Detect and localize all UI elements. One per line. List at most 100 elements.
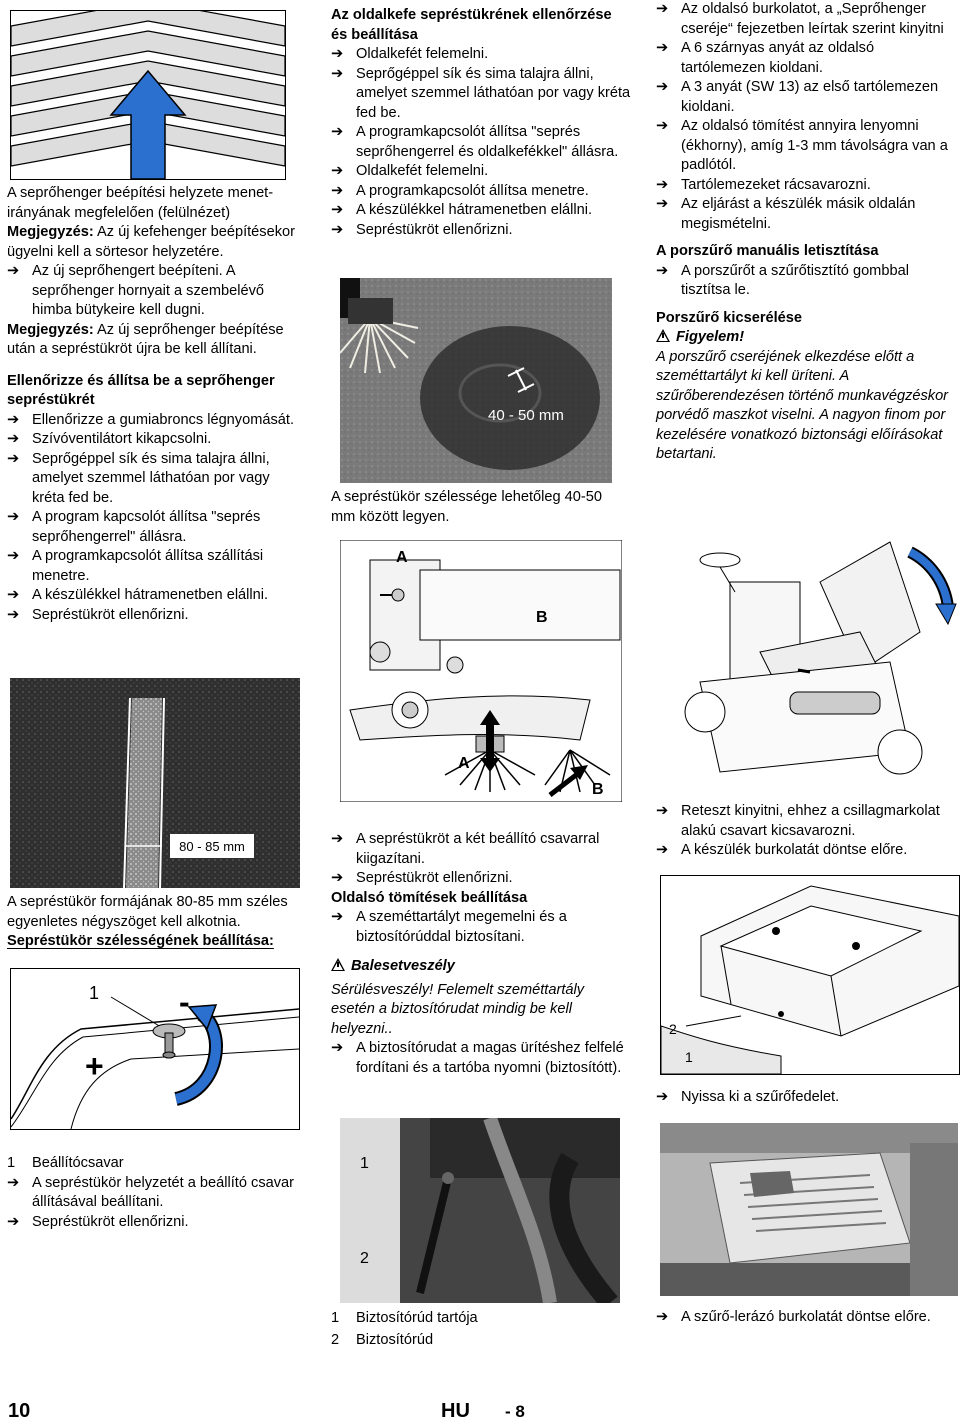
brush-roller-position-diagram — [10, 10, 286, 180]
step-item: ➔Oldalkefét felemelni. — [331, 45, 631, 65]
step-item: ➔Oldalkefét felemelni. — [331, 162, 631, 182]
side-brush-photo: 40 - 50 mm — [340, 278, 612, 483]
arrow-right-icon: ➔ — [656, 40, 669, 56]
up-down-arrow-icon — [480, 710, 500, 760]
arrow-right-icon: ➔ — [656, 1309, 669, 1325]
photo-label-2: 2 — [360, 1250, 369, 1267]
step-item: ➔A porszűrőt a szűrőtisztító gombbal tis… — [656, 262, 909, 299]
plus-label: + — [85, 1048, 104, 1084]
arrow-right-icon: ➔ — [7, 1213, 20, 1230]
arrow-right-icon: ➔ — [7, 509, 20, 525]
step-item: ➔Seprőgéppel sík és sima talajra állni, … — [7, 450, 270, 506]
arrow-right-icon: ➔ — [331, 124, 344, 140]
arrow-right-icon: ➔ — [656, 803, 669, 819]
diagonal-arrow-icon — [570, 765, 588, 780]
col2-caption: A sepréstükör szélessége lehetőleg 40-50… — [331, 488, 621, 527]
step-item: ➔A programkapcsolót állítsa menetre. — [331, 182, 631, 202]
step-item: ➔A 3 anyát (SW 13) az első tartólemezen … — [656, 79, 939, 115]
arrow-right-icon: ➔ — [331, 65, 344, 82]
fig-label-2: 2 — [669, 1021, 677, 1037]
side-brush-figure: 40 - 50 mm — [340, 278, 612, 483]
arrow-right-icon: ➔ — [7, 606, 20, 623]
machine-figure — [684, 541, 957, 775]
warning-icon — [331, 958, 345, 971]
label-b: B — [592, 781, 604, 798]
arrow-right-icon: ➔ — [331, 202, 344, 218]
arrow-right-icon: ➔ — [656, 79, 669, 95]
footer-lang: HU — [441, 1400, 470, 1422]
heading-side-seals: Oldalsó tömítések beállítása — [331, 889, 528, 906]
step-item: ➔A készülékkel hátramenetben elállni. — [7, 586, 297, 606]
arrow-right-icon: ➔ — [656, 176, 669, 193]
screws-figure: A B A B — [340, 540, 622, 802]
step-install: ➔Az új seprőhengert beépíteni. A seprőhe… — [7, 263, 265, 318]
tilt-arrow-icon — [935, 603, 957, 626]
heading-side-brush: Az oldalkefe sepréstükrének ellenőrzése … — [331, 7, 612, 43]
machine-cover-diagram — [660, 522, 958, 804]
sweep-pattern-photo: 80 - 85 mm — [10, 678, 300, 888]
label-b: B — [536, 609, 548, 626]
step-item: ➔Seprőgéppel sík és sima talajra állni, … — [331, 65, 631, 121]
step-item: ➔A sepréstükör helyzetét a beállító csav… — [7, 1174, 295, 1211]
filter-cover-figure: 2 1 — [661, 885, 959, 1074]
heading-filter-clean: A porszűrő manuális letisztítása — [656, 243, 879, 259]
arrow-right-icon: ➔ — [656, 842, 669, 858]
arrow-right-icon: ➔ — [7, 411, 20, 428]
arrow-right-icon: ➔ — [656, 118, 669, 134]
step-item: ➔A készülékkel hátramenetben elállni. — [331, 201, 631, 221]
step-item: ➔A készülék burkolatát döntse előre. — [656, 841, 958, 861]
safety-rod-photo: 1 2 — [340, 1118, 620, 1303]
arrow-right-icon: ➔ — [7, 431, 20, 447]
heading-check-brush: Ellenőrizze és állítsa be a seprőhenger … — [7, 372, 275, 409]
measure-label: 80 - 85 mm — [179, 839, 245, 854]
step-item: ➔Az eljárást a készülék másik oldalán me… — [656, 196, 916, 232]
caution-text: A porszűrő cseréjének elkezdése előtt a … — [656, 348, 949, 463]
col2-text-top: Az oldalkefe sepréstükrének ellenőrzése … — [331, 6, 631, 240]
chevron-caption: A seprőhenger beépítési helyzete menet-i… — [7, 185, 274, 221]
arrow-right-icon: ➔ — [331, 1040, 344, 1056]
step-item: ➔Sepréstükröt ellenőrizni. — [7, 1213, 302, 1233]
knob-label: 1 — [89, 983, 99, 1003]
chevron-pattern-figure — [11, 11, 285, 179]
step-item: ➔A szűrő-lerázó burkolatát döntse előre. — [656, 1308, 958, 1328]
warning-text: Sérülésveszély! Felemelt szeméttartály e… — [331, 981, 585, 1037]
adjust-screws-diagram: A B A B — [340, 540, 622, 802]
arrow-right-icon: ➔ — [7, 548, 20, 564]
arrow-right-icon: ➔ — [7, 450, 20, 467]
step-item: ➔A programkapcsolót állítsa szállítási m… — [7, 548, 264, 584]
step-item: ➔A 6 szárnyas anyát az oldalsó tartóleme… — [656, 40, 875, 76]
arrow-right-icon: ➔ — [331, 46, 344, 62]
heading-filter-replace: Porszűrő kicserélése — [656, 309, 803, 326]
col3-text-bottom: ➔A szűrő-lerázó burkolatát döntse előre. — [656, 1308, 958, 1328]
caution-title: Figyelem! — [656, 328, 958, 348]
step-item: ➔Szívóventilátort kikapcsolni. — [7, 430, 297, 450]
col1-text-mid: A sepréstükör formájának 80-85 mm széles… — [7, 893, 302, 952]
step-item: ➔Az oldalsó tömítést annyira lenyomni (é… — [656, 118, 948, 173]
arrow-right-icon: ➔ — [7, 587, 20, 603]
width-caption: A sepréstükör szélessége lehetőleg 40-50… — [331, 489, 602, 525]
step-item: ➔A programkapcsolót állítsa "seprés sepr… — [331, 124, 619, 160]
warning-title: Balesetveszély — [331, 957, 631, 977]
note-1: Megjegyzés: Az új kefehenger beépítéseko… — [7, 224, 295, 260]
arrow-right-icon: ➔ — [7, 263, 20, 279]
col3-text-open: ➔Nyissa ki a szűrőfedelet. — [656, 1088, 958, 1108]
arrow-right-icon: ➔ — [331, 182, 344, 199]
label-a: A — [458, 755, 470, 772]
knob-figure: 1 - + — [11, 983, 299, 1129]
arrow-right-icon: ➔ — [331, 909, 344, 925]
direction-arrow-icon — [109, 69, 187, 179]
col3-text-mid: ➔Reteszt kinyitni, ehhez a csillagmarkol… — [656, 802, 958, 861]
arrow-right-icon: ➔ — [331, 163, 344, 179]
minus-label: - — [179, 984, 190, 1020]
col2-text-mid: ➔A sepréstükröt a két beállító csavarral… — [331, 830, 631, 1078]
filter-figure — [660, 1123, 958, 1296]
arrow-right-icon: ➔ — [656, 196, 669, 212]
arrow-right-icon: ➔ — [331, 870, 344, 886]
sweep-pattern-figure: 80 - 85 mm — [10, 678, 300, 888]
arrow-right-icon: ➔ — [656, 1089, 669, 1105]
col1-text-top: A seprőhenger beépítési helyzete menet-i… — [7, 184, 297, 625]
